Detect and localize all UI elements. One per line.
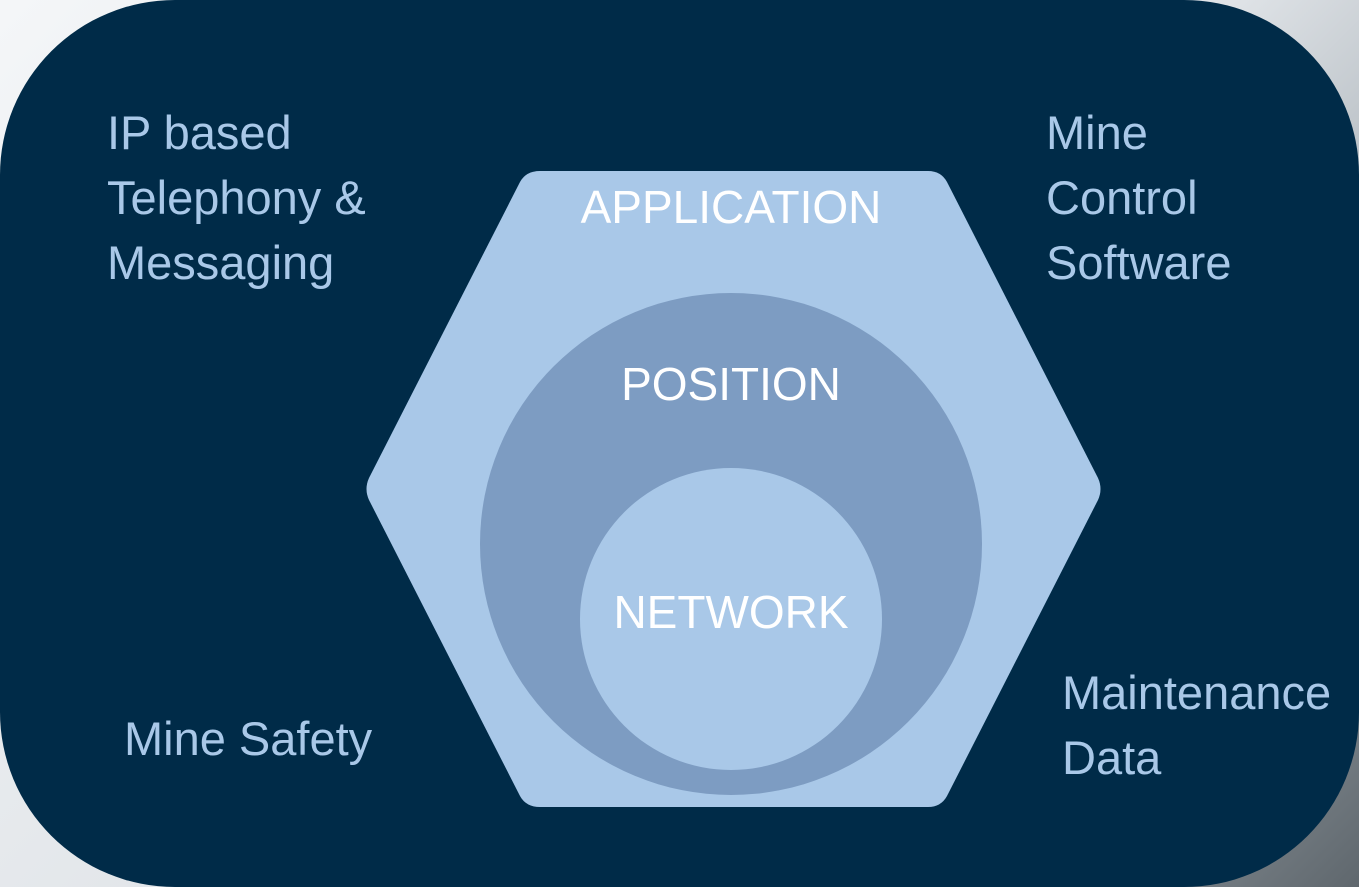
- mine-control-line-3: Software: [1046, 236, 1232, 289]
- maintenance-data-line-2: Data: [1062, 731, 1162, 784]
- mine-control-software-label: Mine Control Software: [1046, 100, 1231, 295]
- mine-control-line-2: Control: [1046, 171, 1198, 224]
- maintenance-data-label: Maintenance Data: [1062, 660, 1331, 790]
- application-label: APPLICATION: [580, 181, 882, 233]
- ip-telephony-line-3: Messaging: [107, 236, 335, 289]
- mine-control-line-1: Mine: [1046, 106, 1148, 159]
- mine-safety-line-1: Mine Safety: [124, 712, 373, 765]
- network-label: NETWORK: [613, 586, 849, 638]
- ip-telephony-line-2: Telephony &: [107, 171, 366, 224]
- maintenance-data-line-1: Maintenance: [1062, 666, 1332, 719]
- mine-safety-label: Mine Safety: [124, 706, 372, 771]
- position-label: POSITION: [621, 358, 841, 410]
- ip-telephony-line-1: IP based: [107, 106, 292, 159]
- ip-telephony-label: IP based Telephony & Messaging: [107, 100, 366, 295]
- network-circle: [580, 468, 882, 770]
